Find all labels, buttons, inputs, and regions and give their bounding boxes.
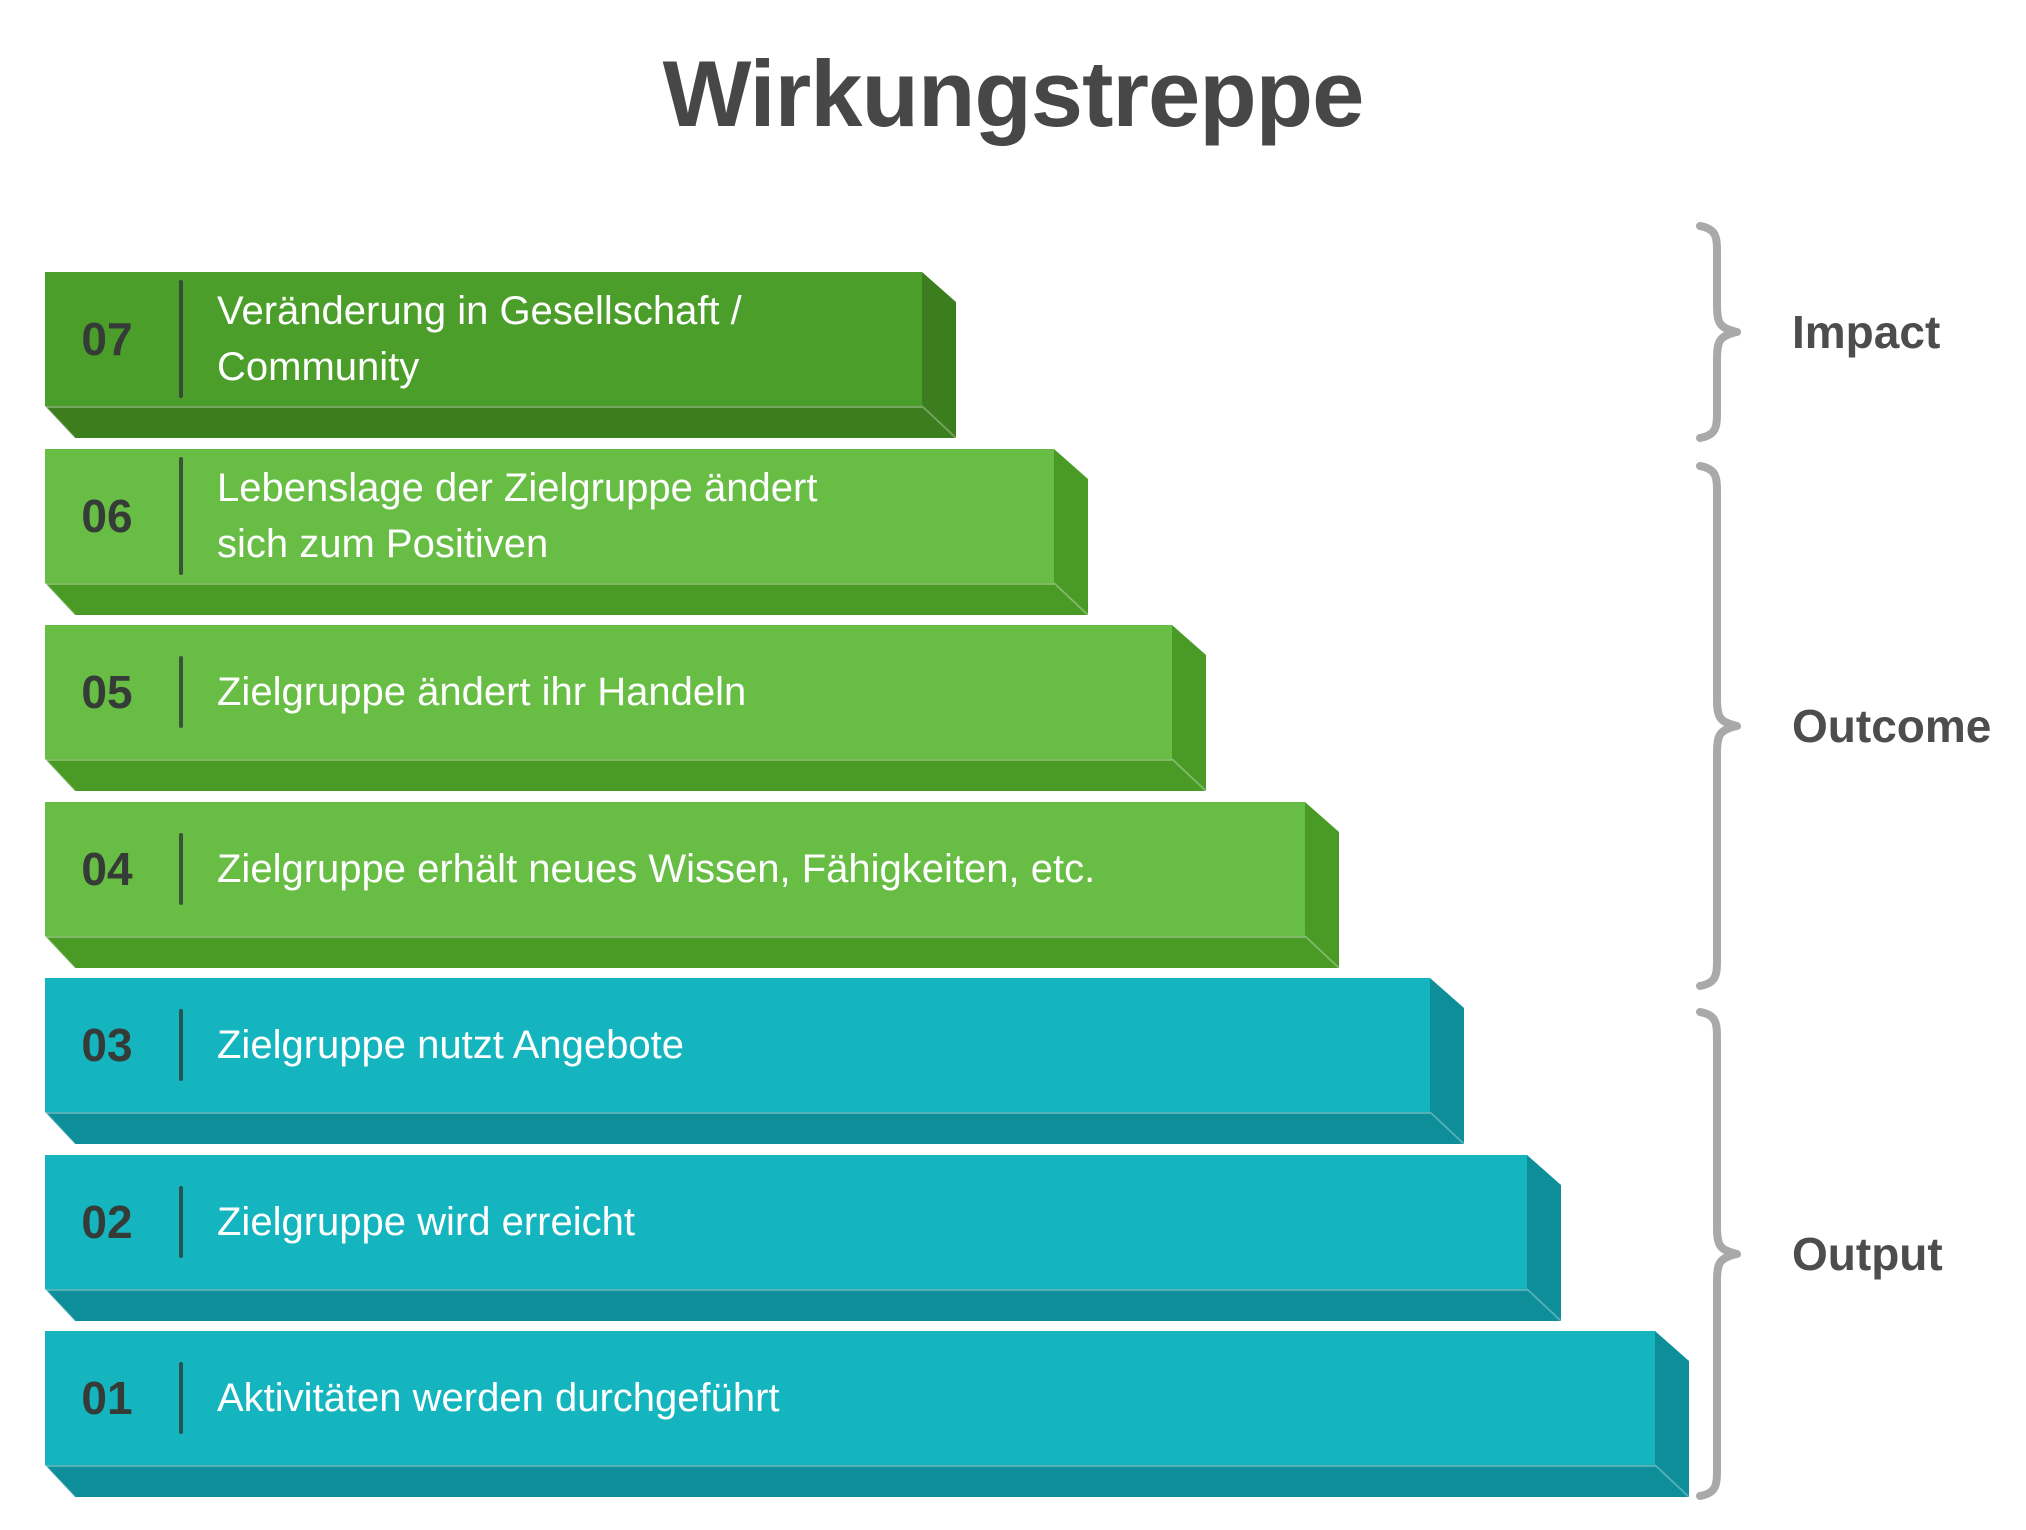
step-bar-02: 02 Zielgruppe wird erreicht [45,1155,1563,1323]
step-content: 03 Zielgruppe nutzt Angebote [45,978,1430,1112]
step-bar-05: 05 Zielgruppe ändert ihr Handeln [45,625,1208,793]
step-number: 07 [81,313,133,365]
output-brace [1696,1008,1741,1500]
bar-side-face [1054,449,1088,615]
bar-side-face [1172,625,1206,791]
bar-front-face [45,625,1172,759]
step-content: 01 Aktivitäten werden durchgeführt [45,1331,1655,1465]
edge-highlight [1304,935,1340,969]
divider-line [179,1186,183,1258]
step-bar-06: 06 Lebenslage der Zielgruppe ändert sich … [45,449,1090,617]
edge-highlight [921,405,957,439]
edge-highlight [1654,1464,1690,1498]
step-label: Zielgruppe ändert ihr Handeln [217,670,747,714]
bar-front-face [45,272,922,406]
step-bar-shape [45,625,1207,792]
step-bar-shape [45,1331,1690,1498]
step-content: 04 Zielgruppe erhält neues Wissen, Fähigk… [45,802,1305,936]
edge-highlight [1526,1288,1562,1322]
step-content: 06 Lebenslage der Zielgruppe ändert sich … [45,449,1054,583]
group-label-impact: Impact [1792,306,1941,358]
bar-front-face [45,1155,1527,1289]
bar-front-face [45,1331,1655,1465]
bar-side-face [1305,802,1339,968]
divider-line [179,656,183,728]
group-braces [1696,222,1741,1500]
edge-highlight [1429,1111,1465,1145]
divider-line [179,833,183,905]
bar-bottom-face [45,1112,1464,1144]
bar-side-face [1430,978,1464,1144]
bar-front-face [45,802,1305,936]
edge-highlight [45,1112,76,1145]
impact-brace [1696,222,1741,442]
bar-bottom-face [45,759,1206,791]
step-content: 05 Zielgruppe ändert ihr Handeln [45,625,1172,759]
edge-highlight [45,1289,76,1322]
group-label-output: Output [1792,1228,1943,1280]
step-number: 04 [81,843,133,895]
edge-highlight [1171,758,1207,792]
outcome-brace [1696,462,1741,990]
step-bar-shape [45,978,1465,1145]
step-number: 03 [81,1019,133,1071]
edge-highlight [45,936,76,969]
diagram-title: Wirkungstreppe [662,41,1365,146]
step-bar-07: 07 Veränderung in Gesellschaft / Communit… [45,272,958,440]
bar-bottom-face [45,1465,1689,1497]
step-number: 01 [81,1372,133,1424]
divider-line [179,457,183,575]
step-label: Aktivitäten werden durchgeführt [217,1376,780,1420]
bar-bottom-face [45,1289,1561,1321]
divider-line [179,280,183,398]
divider-line [179,1009,183,1081]
step-bar-03: 03 Zielgruppe nutzt Angebote [45,978,1466,1146]
edge-highlight [45,759,76,792]
bar-front-face [45,978,1430,1112]
step-bar-01: 01 Aktivitäten werden durchgeführt [45,1331,1691,1499]
step-bar-shape [45,449,1089,616]
step-label: Zielgruppe erhält neues Wissen, Fähigkei… [217,847,1096,891]
step-bar-04: 04 Zielgruppe erhält neues Wissen, Fähigk… [45,802,1341,970]
bar-side-face [1655,1331,1689,1497]
step-number: 06 [81,490,133,542]
step-bar-shape [45,272,957,439]
step-content: 02 Zielgruppe wird erreicht [45,1155,1527,1289]
bar-side-face [922,272,956,438]
step-number: 02 [81,1196,133,1248]
step-bar-shape [45,802,1340,969]
step-number: 05 [81,666,133,718]
step-content: 07 Veränderung in Gesellschaft / Communit… [45,272,922,406]
bar-front-face [45,449,1054,583]
edge-highlight [45,406,76,439]
group-label-outcome: Outcome [1792,700,1992,752]
step-label: Lebenslage der Zielgruppe ändert sich zu… [217,466,818,566]
step-label: Zielgruppe nutzt Angebote [217,1023,685,1067]
edge-highlight [1053,582,1089,616]
bar-bottom-face [45,936,1339,968]
step-label: Zielgruppe wird erreicht [217,1200,635,1244]
bar-side-face [1527,1155,1561,1321]
bar-bottom-face [45,406,956,438]
divider-line [179,1362,183,1434]
step-bar-shape [45,1155,1562,1322]
bar-bottom-face [45,583,1088,615]
edge-highlight [45,583,76,616]
edge-highlight [45,1465,76,1498]
step-label: Veränderung in Gesellschaft / Community [217,289,742,389]
